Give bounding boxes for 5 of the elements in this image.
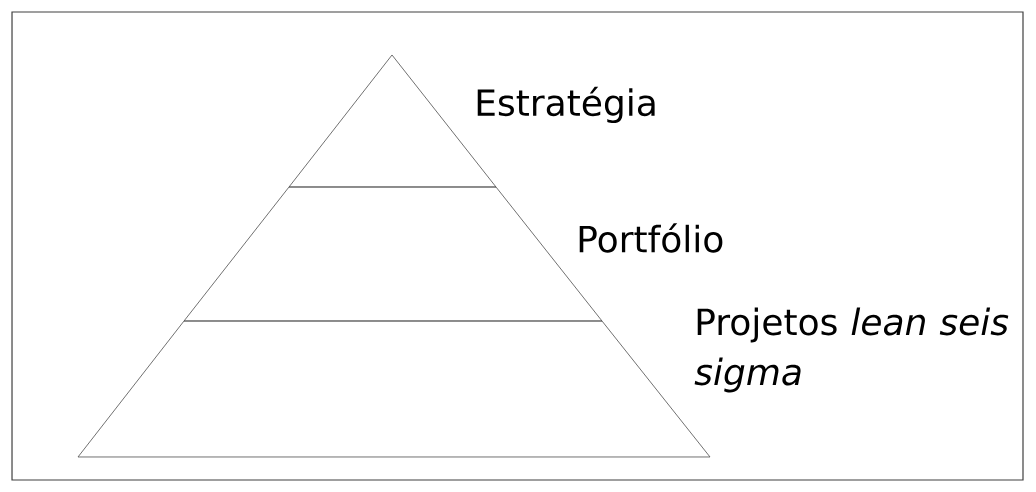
node-label: Estratégia — [477, 86, 655, 124]
pyramid-level: Estratégia — [288, 54, 655, 188]
node-label: Portfólio — [579, 223, 723, 253]
pyramid-level: Projetos lean seis sigma — [77, 307, 1009, 458]
node-label: Projetos lean seis sigma — [694, 307, 1009, 393]
